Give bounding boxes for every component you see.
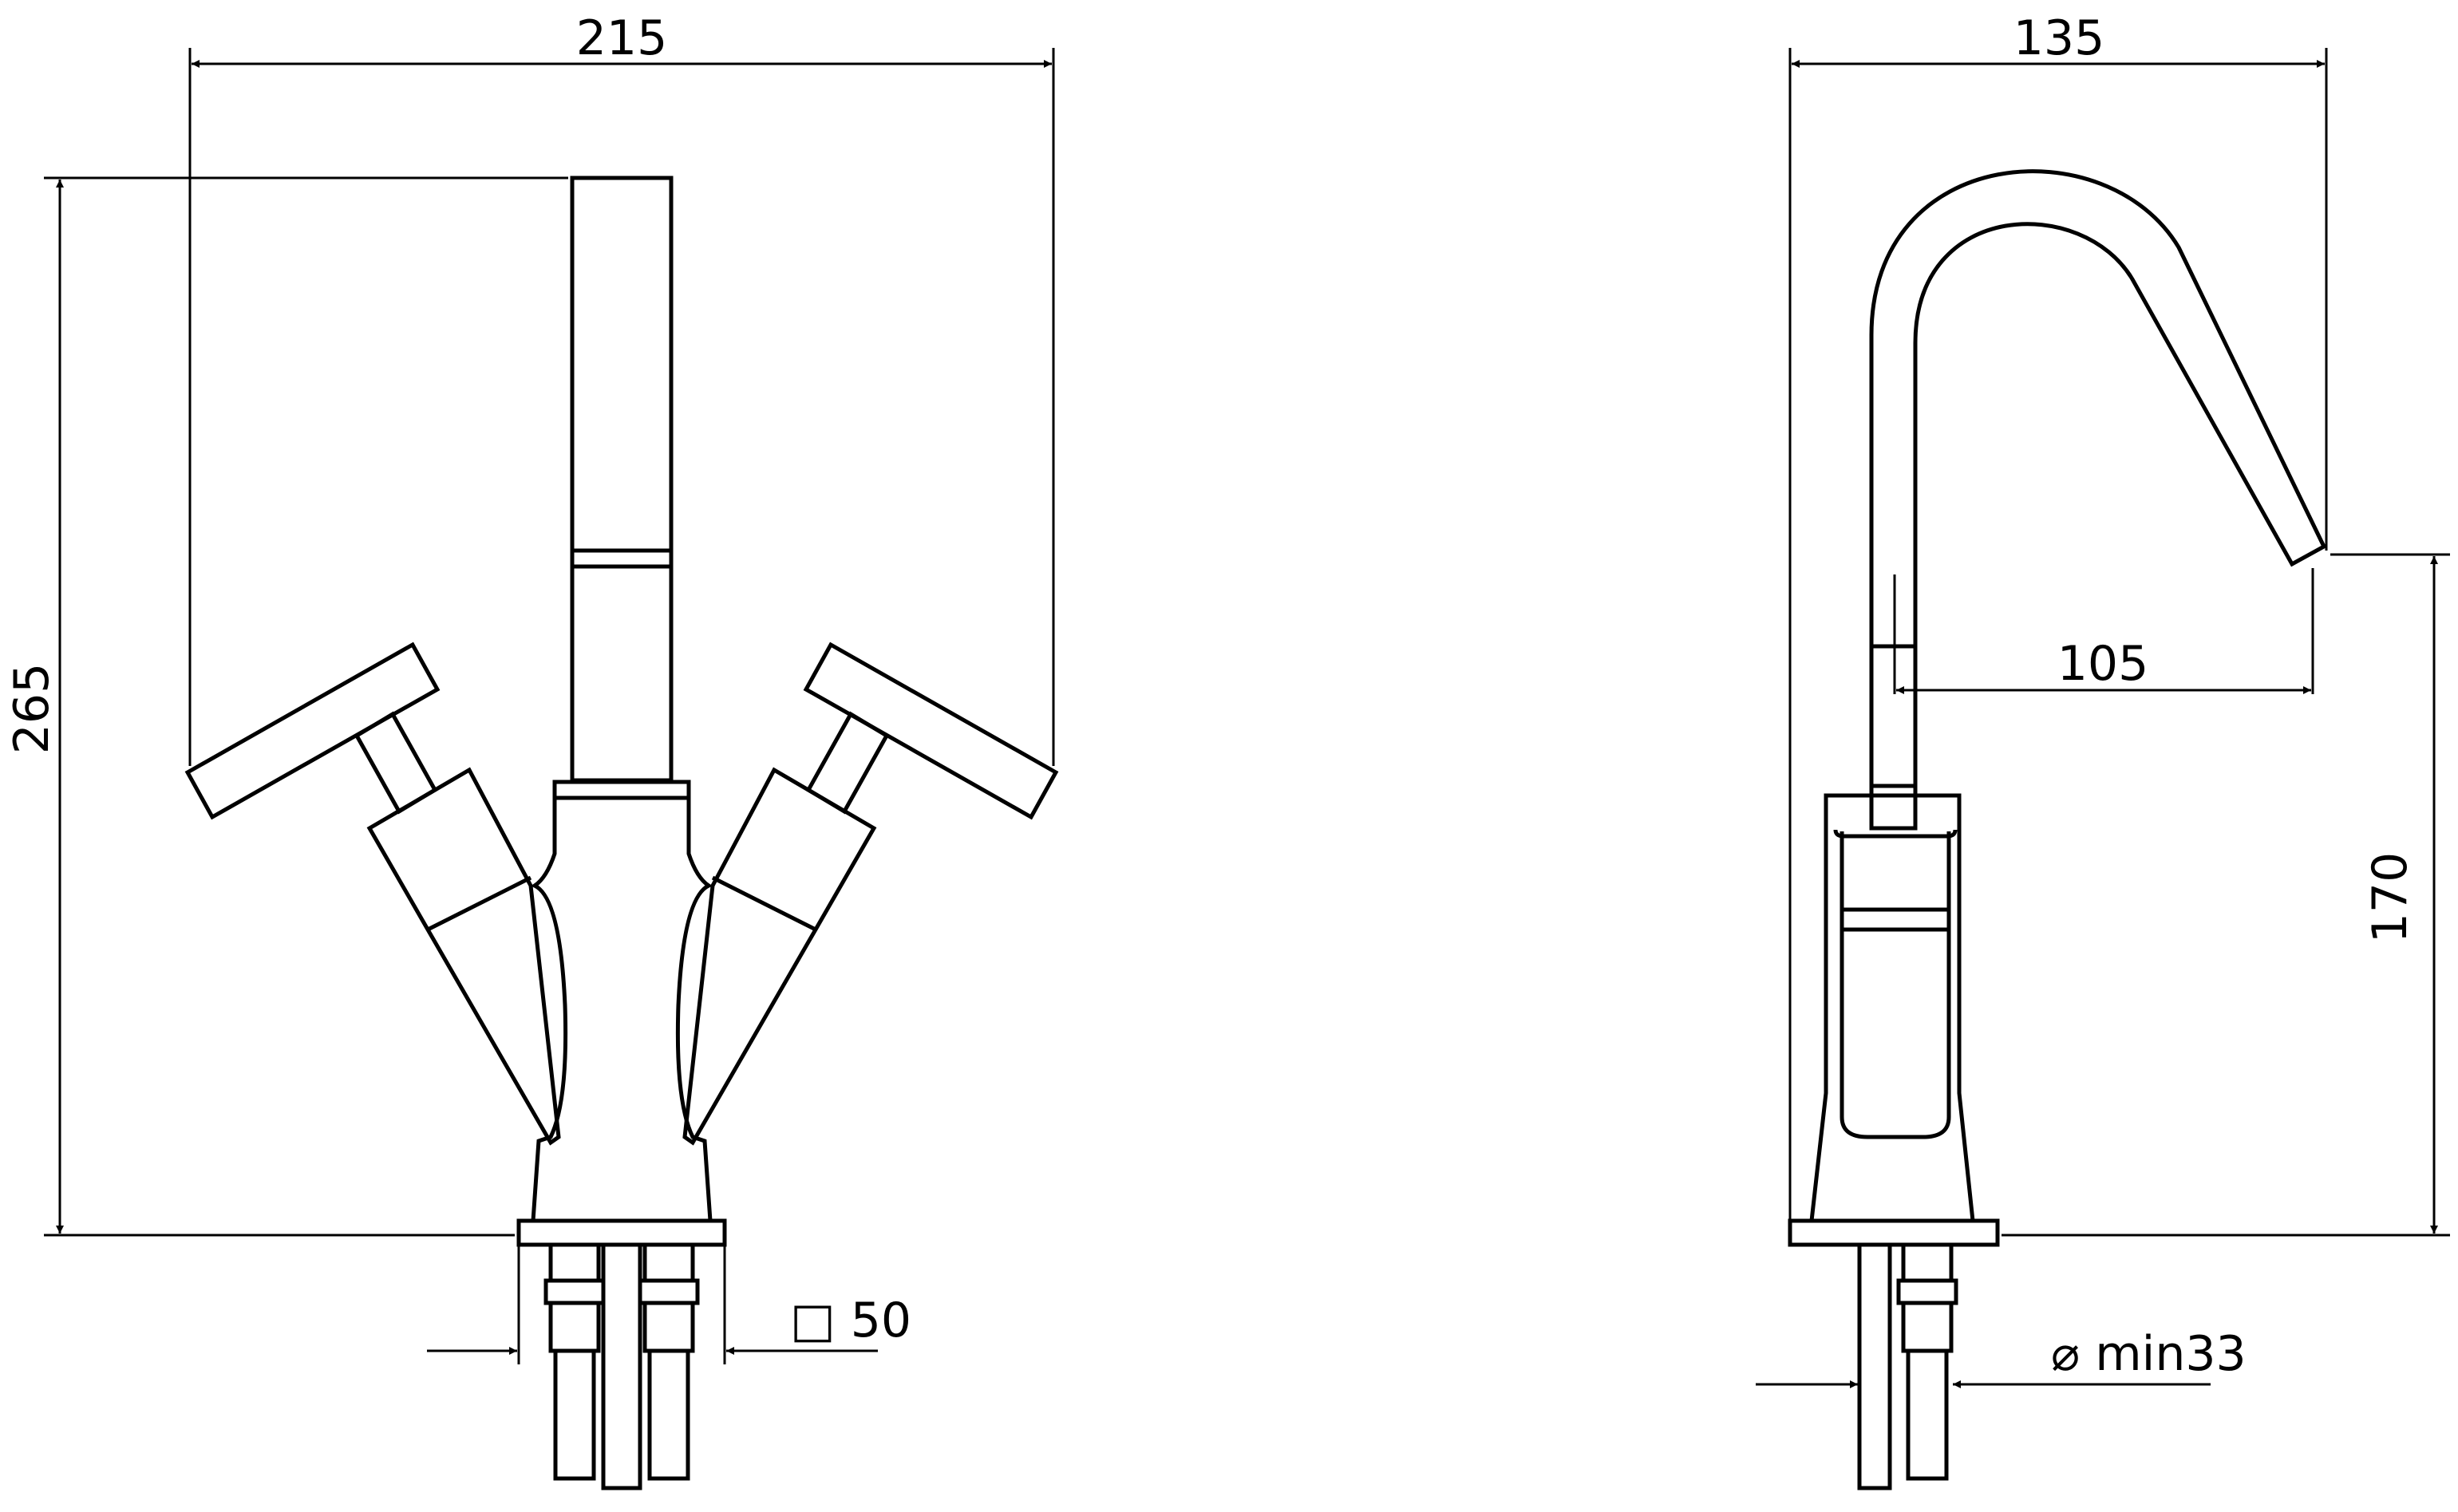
dim-front-width: 215: [188, 10, 1055, 766]
side-base-plate: [1788, 1218, 2000, 1247]
side-supply-pipes: [1857, 1242, 1958, 1490]
front-base-plate: [516, 1218, 727, 1247]
dim-side-height-label: 170: [2362, 852, 2418, 944]
dim-side-hole: ⌀ min33: [1756, 1326, 2247, 1388]
dim-front-height: 265: [4, 176, 568, 1237]
side-view: 135 105 170 ⌀ min33: [1756, 10, 2450, 1490]
front-view: 215 265 □ 50: [4, 10, 1059, 1490]
front-body: [530, 798, 713, 1222]
front-right-valve: [682, 642, 1059, 1146]
front-spout-column: [570, 176, 674, 783]
dim-front-height-label: 265: [4, 663, 60, 755]
dim-front-base: □ 50: [427, 1245, 911, 1364]
front-left-valve: [184, 642, 561, 1146]
dim-side-reach: 105: [1893, 568, 2314, 694]
dim-side-hole-label: ⌀ min33: [2051, 1326, 2247, 1382]
side-spout: [1869, 169, 2327, 788]
dim-side-reach-label: 105: [2057, 636, 2149, 692]
dim-side-width-label: 135: [2013, 10, 2105, 66]
front-supply-pipes: [543, 1242, 700, 1490]
dim-front-base-label: □ 50: [790, 1293, 911, 1348]
side-spout-insert: [1833, 784, 1958, 1139]
dim-side-width: 135: [1788, 10, 2328, 1221]
front-collar: [552, 780, 691, 800]
dim-front-width-label: 215: [576, 10, 668, 66]
dim-side-height: 170: [2002, 553, 2450, 1237]
